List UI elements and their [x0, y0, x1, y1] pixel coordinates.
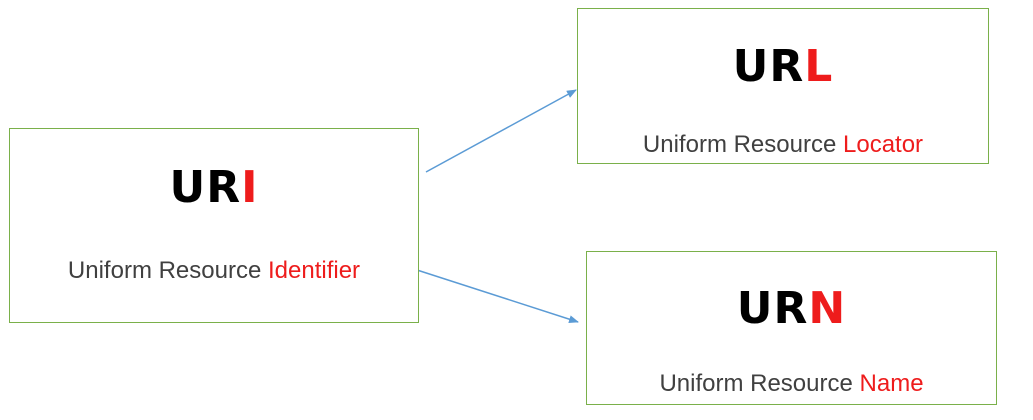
uri-acronym: URI	[10, 166, 418, 210]
uri-acronym-letter: I	[241, 162, 259, 213]
uri-expansion: Uniform Resource Identifier	[10, 258, 418, 284]
url-expansion: Uniform Resource Locator	[578, 132, 988, 158]
uri-expansion-word: Identifier	[268, 257, 361, 284]
arrow-uri-to-urn	[416, 269, 579, 324]
url-box: URL Uniform Resource Locator	[577, 8, 989, 164]
urn-expansion: Uniform Resource Name	[587, 371, 996, 397]
uri-acronym-base: UR	[169, 162, 242, 213]
uri-box: URI Uniform Resource Identifier	[9, 128, 419, 323]
urn-acronym-letter: N	[808, 283, 847, 334]
url-acronym-base: UR	[732, 41, 805, 92]
urn-acronym-base: UR	[736, 283, 809, 334]
urn-acronym: URN	[587, 287, 996, 331]
urn-expansion-word: Name	[859, 370, 924, 397]
url-expansion-base: Uniform Resource	[642, 131, 837, 158]
uri-expansion-base: Uniform Resource	[67, 257, 262, 284]
urn-box: URN Uniform Resource Name	[586, 251, 997, 405]
url-acronym-letter: L	[804, 41, 834, 92]
url-expansion-word: Locator	[843, 131, 924, 158]
arrow-uri-to-url	[425, 89, 577, 173]
urn-expansion-base: Uniform Resource	[659, 370, 853, 397]
url-acronym: URL	[578, 45, 988, 89]
